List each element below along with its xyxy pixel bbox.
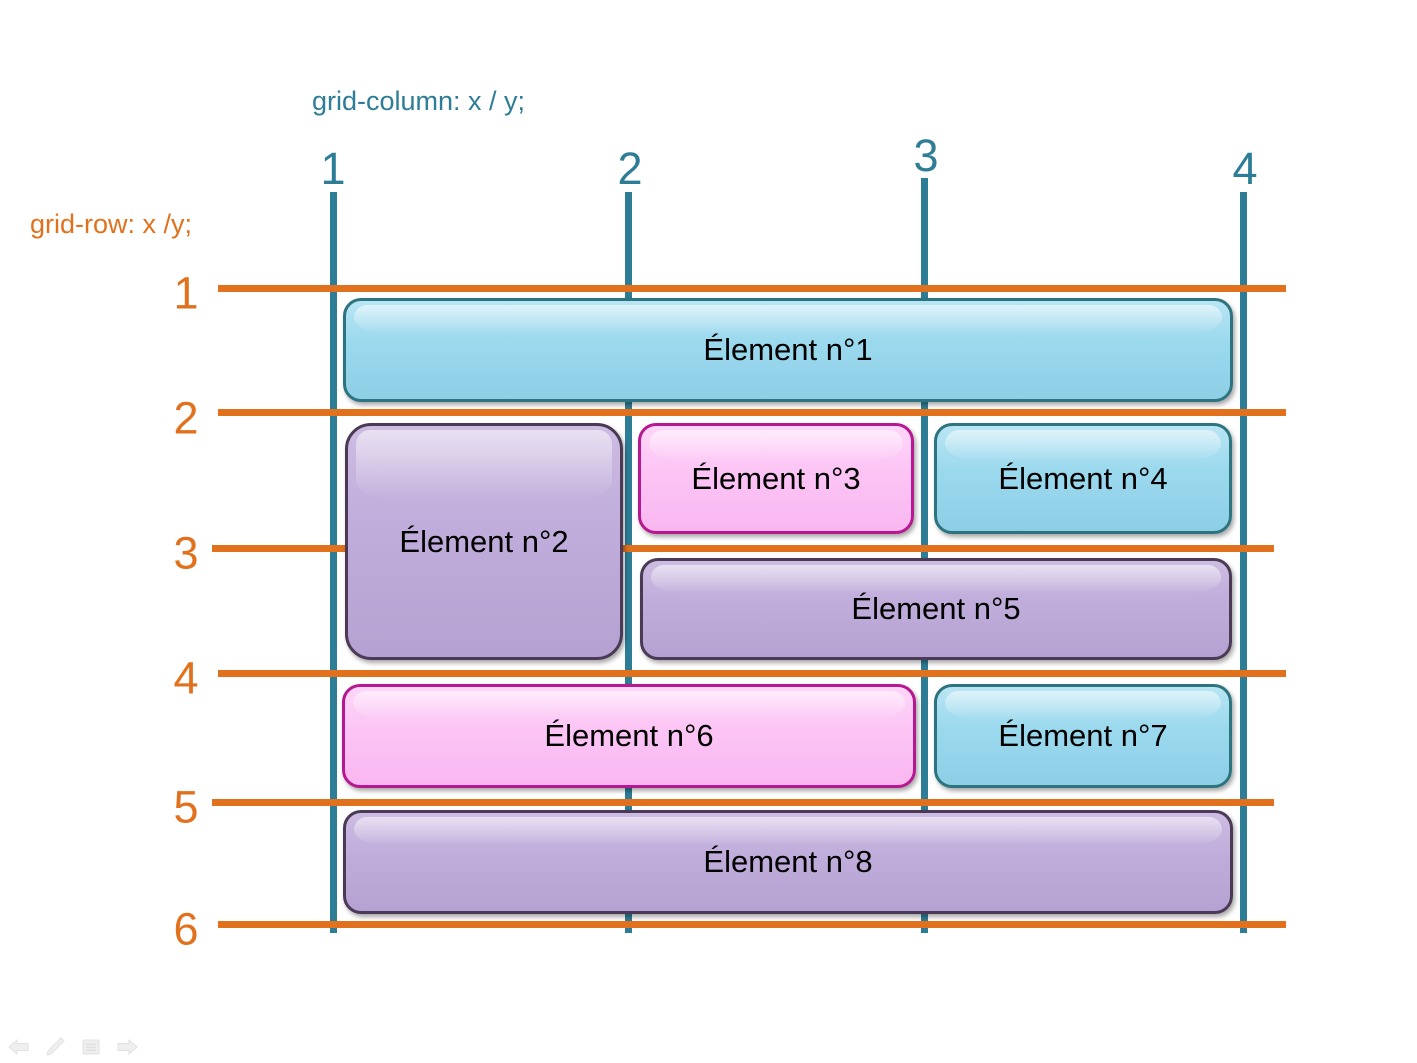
back-arrow-icon[interactable] [8,1037,30,1057]
grid-element-5-label: Élement n°5 [851,591,1021,626]
row-line-2 [218,409,1286,416]
grid-element-1-label: Élement n°1 [703,332,873,367]
forward-arrow-icon[interactable] [116,1037,138,1057]
grid-element-7[interactable]: Élement n°7 [934,684,1232,788]
row-line-1 [218,285,1286,292]
row-number-5: 5 [173,781,199,833]
grid-element-4[interactable]: Élement n°4 [934,423,1232,534]
pencil-icon[interactable] [44,1037,66,1057]
grid-element-3[interactable]: Élement n°3 [638,423,914,534]
row-number-6: 6 [173,903,199,955]
row-number-3: 3 [173,527,199,579]
column-number-3: 3 [913,130,939,181]
grid-element-6[interactable]: Élement n°6 [342,684,916,788]
grid-element-5[interactable]: Élement n°5 [640,558,1232,660]
grid-element-2[interactable]: Élement n°2 [345,423,623,660]
column-line-2 [625,192,632,933]
grid-element-3-label: Élement n°3 [691,460,861,496]
list-icon[interactable] [80,1037,102,1057]
grid-element-7-label: Élement n°7 [998,718,1168,753]
column-line-1 [330,192,337,933]
row-line-6 [218,921,1286,928]
grid-element-8[interactable]: Élement n°8 [343,810,1233,914]
grid-row-caption: grid-row: x /y; [30,209,193,239]
grid-element-2-label: Élement n°2 [399,523,569,559]
status-bar [8,1037,138,1057]
row-number-2: 2 [173,392,199,444]
column-number-2: 2 [617,143,643,194]
row-line-4 [218,670,1286,677]
column-number-1: 1 [320,143,346,194]
column-number-4: 4 [1232,143,1258,194]
grid-element-6-label: Élement n°6 [544,718,714,753]
grid-element-1[interactable]: Élement n°1 [343,298,1233,402]
grid-element-8-label: Élement n°8 [703,844,873,879]
row-line-3 [212,545,1274,552]
column-line-4 [1240,192,1247,933]
grid-element-4-label: Élement n°4 [998,460,1168,496]
column-line-3 [921,178,928,933]
row-number-1: 1 [173,267,199,319]
grid-column-caption: grid-column: x / y; [312,86,526,116]
row-line-5 [212,799,1274,806]
row-number-4: 4 [173,652,199,704]
